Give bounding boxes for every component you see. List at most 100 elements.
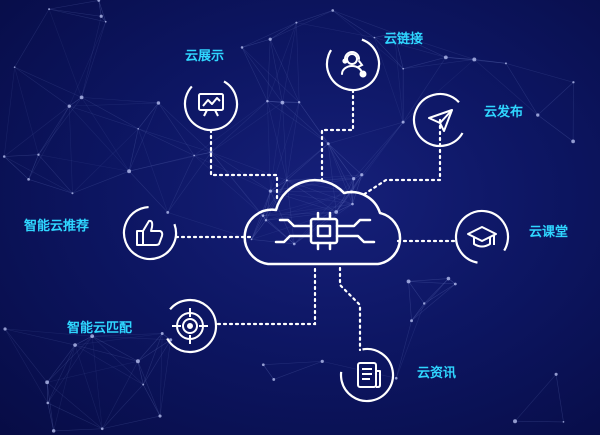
mesh-node [572,81,575,84]
mesh-line [81,97,159,104]
mesh-line [47,336,93,404]
mesh-node [393,32,396,35]
mesh-line [49,8,102,17]
mesh-line [167,155,195,213]
mesh-node [554,372,558,376]
mesh-node [513,419,518,424]
mesh-line [128,102,159,172]
mesh-node [45,380,50,385]
label-news: 云资讯 [417,366,457,381]
mesh-line [262,215,295,245]
mesh-line [327,143,354,179]
mesh-line [69,105,130,172]
node-match[interactable] [153,289,226,362]
mesh-line [294,203,353,245]
mesh-line [411,283,456,321]
mesh-line [69,105,139,130]
mesh-line [267,22,297,102]
mesh-line [14,67,39,155]
mesh-line [69,97,82,107]
mesh-line [298,102,354,179]
mesh-line [411,278,449,321]
mesh-line [286,174,362,181]
mesh-line [4,156,73,194]
mesh-node [394,376,398,380]
mesh-line [74,344,138,362]
mesh-line [210,152,267,221]
mesh-line [158,102,195,156]
graduation-cap-icon [467,226,497,248]
mesh-node [127,169,132,174]
mesh-line [46,382,49,403]
mesh-line [262,191,352,216]
mesh-line [92,333,163,337]
mesh-line [267,39,271,102]
mesh-line [262,211,337,216]
mesh-line [98,0,102,17]
mesh-node [166,210,170,214]
mesh-line [515,420,564,423]
mesh-line [38,105,70,155]
mesh-node [67,104,71,108]
mesh-line [81,97,139,130]
mesh-line [159,339,171,417]
node-news[interactable] [337,345,397,405]
mesh-line [408,281,425,304]
mesh-line [296,10,333,23]
mesh-node [264,219,268,222]
mesh-line [394,33,475,60]
mesh-line [101,361,139,429]
mesh-node [71,192,74,195]
mesh-line [352,174,363,205]
node-display[interactable] [175,68,246,139]
node-recommend[interactable] [117,200,184,267]
mesh-line [72,128,139,194]
mesh-line [505,63,574,83]
mesh-line [92,335,171,341]
mesh-line [251,190,271,240]
mesh-node [326,142,330,146]
mesh-line [69,21,106,107]
mesh-node [334,210,339,214]
mesh-node [401,120,405,124]
connector-news [338,266,362,352]
mesh-line [194,151,212,156]
mesh-node [320,359,324,363]
mesh-node [99,14,103,18]
mesh-node [48,8,51,11]
mesh-line [296,22,375,38]
mesh-line [327,143,352,193]
mesh-line [374,33,395,38]
mesh-line [241,22,297,48]
mesh-node [240,46,244,49]
mesh-line [394,33,446,58]
mesh-line [555,374,564,422]
monitor-chart-icon [198,93,224,117]
node-link[interactable] [320,31,387,98]
node-class[interactable] [452,207,512,267]
mesh-line [81,21,107,98]
mesh-line [210,152,271,192]
mesh-line [28,154,39,180]
mesh-node [292,242,296,246]
mesh-node [536,113,540,117]
mesh-line [474,59,506,64]
mesh-line [98,0,107,22]
mesh-node [51,429,56,433]
mesh-line [241,38,271,48]
mesh-line [137,361,161,417]
mesh-line [351,121,404,193]
mesh-line [137,361,144,385]
mesh-line [74,344,103,429]
mesh-line [270,190,337,213]
mesh-line [270,10,333,40]
mesh-line [142,333,163,385]
mesh-line [267,101,271,192]
mesh-line [49,0,99,10]
mesh-node [268,37,272,41]
mesh-line [137,102,159,129]
mesh-node [331,9,335,12]
connector-link [320,88,355,184]
mesh-line [210,102,283,153]
